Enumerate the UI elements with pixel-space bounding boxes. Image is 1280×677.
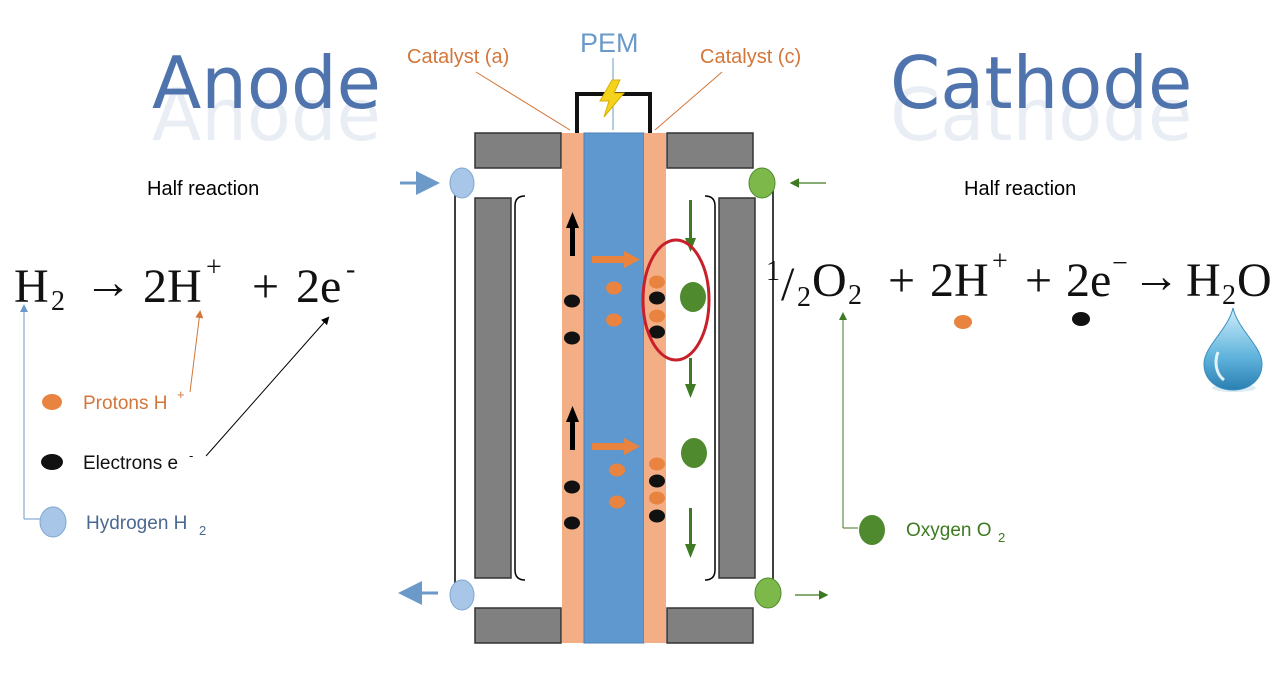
electron-particle [564,516,580,530]
eq-fraction-numerator: 1 [766,256,780,287]
cathode-title: Cathode [890,41,1192,125]
eq-fraction-slash: / [781,258,795,311]
electrons-pointer [205,316,330,457]
anode-flow-plate [454,132,562,644]
electron-particle [649,509,665,523]
proton-exchange-membrane [583,132,645,644]
anode-catalyst-layer [562,133,584,643]
anode-equation: H 2 → 2H + + 2e - [14,252,355,317]
hydrogen-outlet-molecule [449,579,475,611]
catalyst-c-label: Catalyst (c) [700,46,801,68]
legend-protons-label: Protons H [83,393,167,414]
anode-half-reaction-label: Half reaction [147,178,259,200]
oxygen-outlet-molecule [754,577,782,609]
reaction-site-highlight [641,238,711,362]
legend-hydrogen-marker [39,506,67,538]
electron-particle [649,474,665,488]
oxygen-inlet-molecule [748,167,776,199]
oxygen-flow-arrow [685,358,696,398]
legend-electron-marker [41,454,63,470]
eq-fraction-denominator: 2 [797,282,811,313]
proton-particle [609,463,625,477]
legend-electrons-superscript: - [189,448,193,463]
proton-particle [649,491,665,505]
eq-h: H [1186,254,1221,307]
cathode-title-reflection: Cathode [890,73,1192,157]
lightning-bolt-icon [599,79,626,118]
eq-arrow: → [1132,250,1180,303]
cathode-equation: 1 / 2 O 2 + 2H + + 2e − → H 2 O [766,246,1272,313]
hydrogen-inlet-molecule [449,167,475,199]
electron-particle [564,294,580,308]
proton-particle [954,315,972,329]
eq-o-subscript: 2 [848,280,862,311]
protons-pointer [189,310,204,393]
electron-particle [564,480,580,494]
electron-particle [649,291,665,305]
electron-particle [1072,312,1090,326]
eq-e-superscript: − [1112,248,1128,279]
pem-label: PEM [580,28,639,58]
eq-plus: + [252,260,279,313]
proton-particle [609,495,625,509]
eq-arrow: → [84,256,132,309]
cathode-half-reaction-label: Half reaction [964,178,1076,200]
anode-title-reflection: Anode [152,73,381,157]
legend-hydrogen-subscript: 2 [199,523,206,538]
oxygen-flow-arrow [685,508,696,558]
proton-particle [649,457,665,471]
anode-title: Anode [152,41,381,125]
proton-flow-arrow-upper [592,251,640,268]
eq-plus: + [1025,254,1052,307]
proton-particle [649,309,665,323]
legend-proton-marker [42,394,62,410]
electron-flow-arrow-upper [566,212,579,256]
proton-particle [606,313,622,327]
eq-h-superscript: + [206,252,222,283]
catalyst-a-label: Catalyst (a) [407,46,509,68]
eq-h: H [14,260,49,313]
eq-o: O [1237,254,1272,307]
proton-particle [649,275,665,289]
eq-2e: 2e [1066,254,1111,307]
eq-2h: 2H [143,260,202,313]
water-drop-icon [1203,307,1263,392]
legend-hydrogen-label: Hydrogen H [86,513,187,534]
eq-2h: 2H [930,254,989,307]
eq-h-subscript: 2 [51,286,65,317]
eq-2e: 2e [296,260,341,313]
proton-particle [606,281,622,295]
eq-plus: + [888,254,915,307]
eq-h-subscript: 2 [1222,280,1236,311]
eq-e-superscript: - [346,254,355,285]
catalyst-c-pointer [654,71,723,131]
legend-electrons-label: Electrons e [83,453,178,474]
legend-oxygen-subscript: 2 [998,530,1005,545]
cathode-catalyst-layer [644,133,666,643]
legend-protons-superscript: + [177,387,185,402]
legend-oxygen-label: Oxygen O [906,520,992,541]
electron-particle [649,325,665,339]
catalyst-a-pointer [475,71,571,131]
electron-particle [564,331,580,345]
cathode-flow-plate [666,132,774,644]
legend: Protons H + Electrons e - Hydrogen H 2 O… [39,387,1005,545]
eq-o: O [812,254,847,307]
electron-flow-arrow-lower [566,406,579,450]
oxygen-molecule [681,438,707,468]
eq-h-superscript: + [992,246,1008,277]
proton-flow-arrow-lower [592,438,640,455]
oxygen-molecule [680,282,706,312]
legend-oxygen-marker [859,515,885,545]
